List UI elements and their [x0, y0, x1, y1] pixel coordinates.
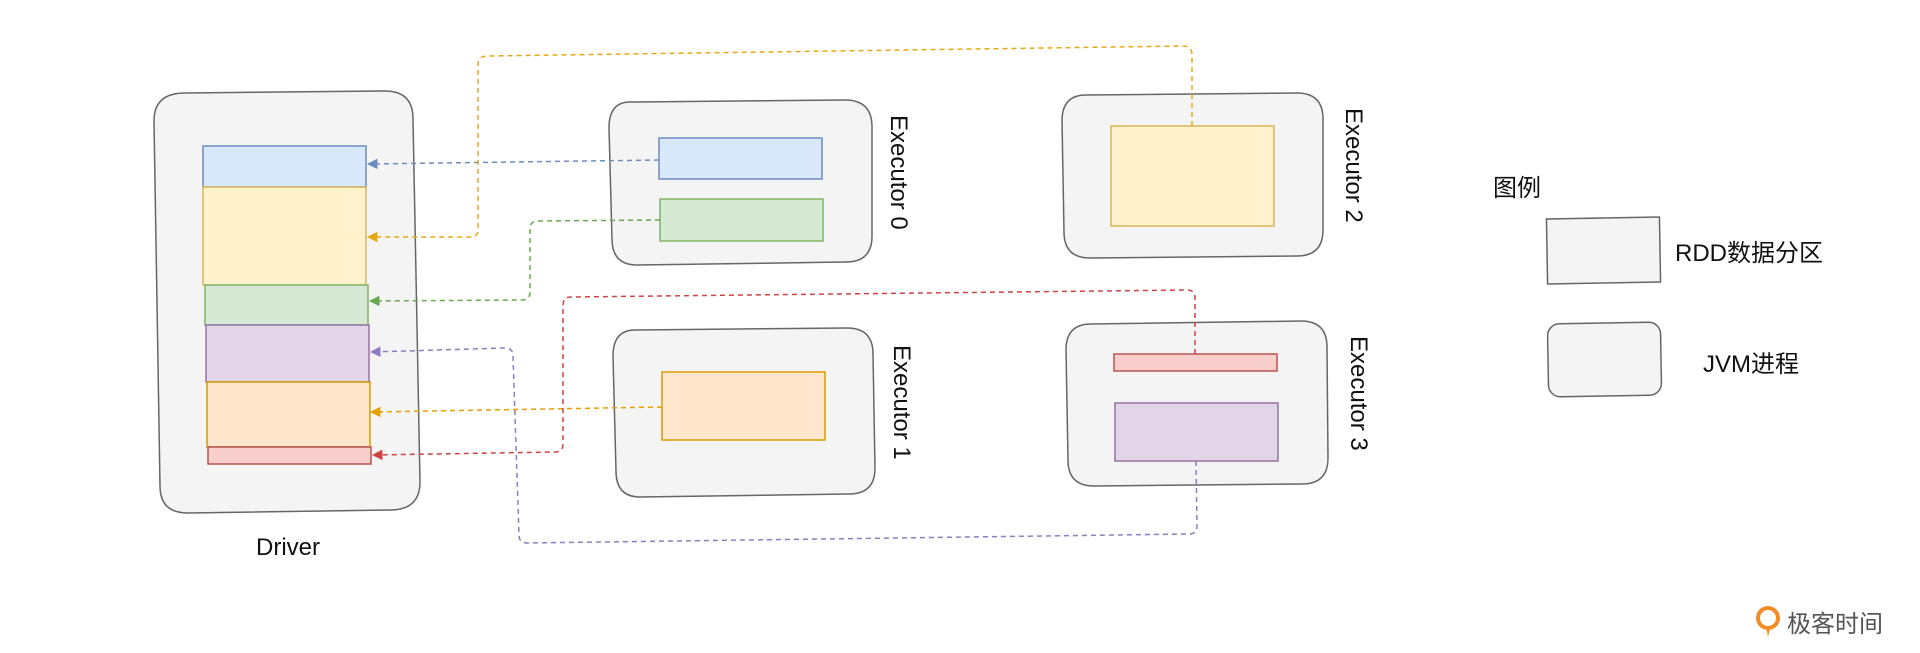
legend-partition-swatch	[1545, 216, 1662, 285]
executor-0-label: Executor 0	[885, 115, 912, 230]
brand-logo-icon	[1756, 605, 1780, 637]
arrow-blue	[366, 158, 660, 170]
arrow-green	[368, 219, 661, 307]
arrow-yellow	[366, 45, 1193, 243]
arrow-orange	[369, 406, 663, 418]
legend-jvm-label: JVM进程	[1703, 351, 1799, 378]
driver-label: Driver	[256, 534, 320, 561]
driver-partition-yellow	[202, 186, 367, 286]
driver-partition-green	[204, 284, 369, 326]
legend-partition-label: RDD数据分区	[1675, 240, 1823, 267]
brand-logo-text: 极客时间	[1787, 610, 1883, 638]
executor-1-partition-orange	[661, 371, 826, 441]
executor-0-partition-blue	[658, 137, 823, 180]
legend-title: 图例	[1493, 175, 1541, 202]
executor-1-label: Executor 1	[888, 345, 915, 460]
arrow-purple	[369, 346, 1198, 544]
executor-0-partition-green	[659, 198, 824, 242]
executor-3-label: Executor 3	[1345, 336, 1372, 451]
brand-logo: 极客时间	[1755, 604, 1883, 639]
driver-partition-purple	[205, 324, 370, 383]
driver-partition-orange	[206, 381, 371, 448]
executor-3-partition-red	[1113, 353, 1278, 372]
executor-3-partition-purple	[1114, 402, 1279, 462]
executor-2-label: Executor 2	[1340, 108, 1367, 223]
driver-partition-blue	[202, 145, 367, 188]
executor-2-partition-yellow	[1110, 125, 1275, 227]
legend-jvm-swatch	[1546, 321, 1663, 398]
driver-partition-red	[207, 446, 372, 465]
